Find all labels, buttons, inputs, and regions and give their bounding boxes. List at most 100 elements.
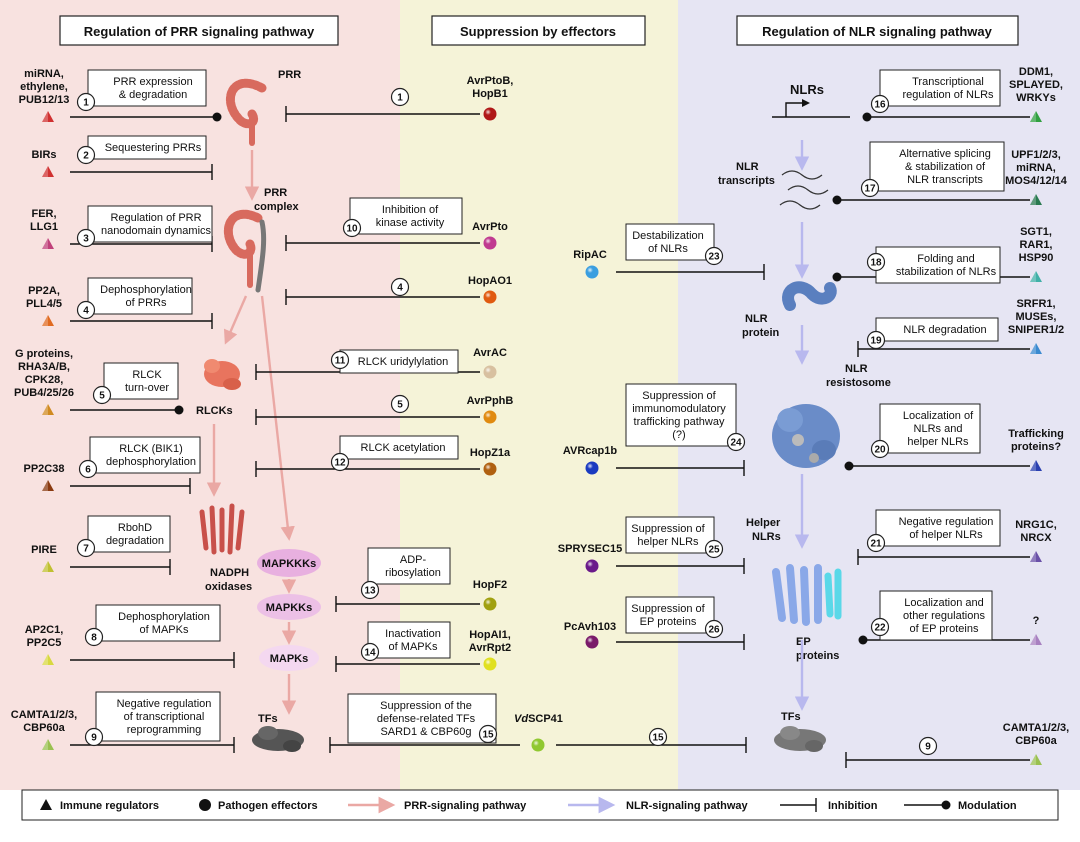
middle-box-7-text-line-2: ribosylation	[385, 567, 441, 579]
nlr-protein-label-2: protein	[742, 327, 780, 339]
right-box-7-circle	[870, 617, 890, 637]
prr-complex-illustration	[223, 209, 267, 293]
right-regulator-7-triangle-icon	[1030, 634, 1042, 645]
right-regulator-2-line-3: MOS4/12/14	[1005, 175, 1068, 187]
left-regulator-6-triangle-icon	[42, 480, 54, 491]
left-box-5-circle	[92, 385, 112, 405]
right-box-4-text-line-1: NLR degradation	[903, 324, 986, 336]
left-box-8-text-line-1: Dephosphorylation	[118, 611, 210, 623]
right-box-2-circle	[860, 178, 880, 198]
right-box-2-text-line-3: NLR transcripts	[907, 174, 983, 186]
middle-effector-4-line-1: AvrAC	[473, 347, 507, 359]
right-box-6-text-line-1: Negative regulation	[899, 516, 994, 528]
left-box-1-text-line-2: & degradation	[119, 89, 188, 101]
right-effector-2-line-1: AVRcap1b	[563, 445, 617, 457]
middle-box-8	[367, 621, 451, 659]
left-box-4-text-line-1: Dephosphorylation	[100, 284, 192, 296]
right-regulator-4-triangle-icon	[1030, 343, 1042, 354]
left-box-4-number: 4	[83, 306, 89, 317]
nlr-transcripts-label-1: NLR	[736, 161, 759, 173]
resistosome-label-1: NLR	[845, 363, 868, 375]
right-box-4	[875, 317, 999, 342]
middle-box-7-number: 13	[364, 586, 376, 597]
right-effector-box-2-text-line-1: Suppression of	[642, 390, 716, 402]
left-box-2-circle	[76, 145, 96, 165]
legend-nlr: NLR-signaling pathway	[626, 800, 749, 812]
right-regulator-1-line-3: WRKYs	[1016, 92, 1056, 104]
left-box-3-number: 3	[83, 234, 89, 245]
ep-proteins-label-2: proteins	[796, 650, 839, 662]
left-box-1-circle	[76, 92, 96, 112]
left-box-9-circle	[84, 727, 104, 747]
right-effector-4-line-1: PcAvh103	[564, 621, 616, 633]
right-box-2-number: 17	[864, 184, 876, 195]
middle-box-9-text-line-2: defense-related TFs	[377, 713, 476, 725]
mapkkks-label: MAPKKKs	[262, 558, 316, 570]
left-box-7-text-line-2: degradation	[106, 535, 164, 547]
left-regulator-2-triangle-icon	[42, 166, 54, 177]
middle-effector-7-circle-icon	[483, 597, 497, 611]
left-box-2-number: 2	[83, 151, 89, 162]
right-effector-box-1	[625, 223, 715, 261]
helper-nlrs-label-1: Helper	[746, 517, 781, 529]
right-box-5-text-line-1: Localization of	[903, 410, 974, 422]
right-box-2-text-line-2: & stabilization of	[905, 161, 986, 173]
nlr-resistosome-illustration	[772, 404, 840, 468]
vdscp41-label: VdSCP41	[514, 713, 563, 725]
right-regulator-5-line-2: proteins?	[1011, 441, 1061, 453]
right-box-6-number: 21	[870, 539, 882, 550]
middle-effector-6-line-1: HopZ1a	[470, 447, 511, 459]
left-box-1-number: 1	[83, 98, 89, 109]
right-box-5-text-line-2: NLRs and	[914, 423, 963, 435]
right-effector-1-line-1: RipAC	[573, 249, 607, 261]
right-regulator-2-line-2: miRNA,	[1016, 162, 1056, 174]
left-box-5-number: 5	[99, 391, 105, 402]
right-effector-box-2-text-line-4: (?)	[672, 429, 685, 441]
left-box-9-text-line-3: reprogramming	[127, 724, 202, 736]
right-effector-box-4-number: 26	[708, 625, 720, 636]
left-box-6-number: 6	[85, 465, 91, 476]
right-regulator-3-line-1: SGT1,	[1020, 226, 1052, 238]
middle-effector-4-circle-icon	[483, 365, 497, 379]
middle-box-7-circle	[360, 580, 380, 600]
right-box-6-text-line-2: of helper NLRs	[909, 529, 983, 541]
right-regulator-7-line-1: ?	[1033, 615, 1040, 627]
right-box-5-circle	[870, 439, 890, 459]
right-effector-box-1-text-line-1: Destabilization	[632, 230, 704, 242]
right-effector-box-1-text-line-2: of NLRs	[648, 243, 688, 255]
middle-box-5-circle	[390, 394, 410, 414]
middle-box-9-text-line-1: Suppression of the	[380, 700, 472, 712]
left-box-1-text-line-1: PRR expression	[113, 76, 192, 88]
right-regulator-6-line-1: NRG1C,	[1015, 519, 1057, 531]
middle-effector-8-circle-icon	[483, 657, 497, 671]
middle-box-6-number: 12	[334, 458, 346, 469]
mapkks-label: MAPKKs	[266, 602, 312, 614]
left-box-7	[87, 515, 171, 553]
left-box-4-text-line-2: of PRRs	[126, 297, 167, 309]
legend-box	[21, 789, 1059, 821]
middle-box-4-text-line-1: RLCK uridylylation	[358, 356, 448, 368]
middle-box-2-text-line-1: Inhibition of	[382, 204, 439, 216]
left-regulator-2-line-1: BIRs	[31, 149, 56, 161]
left-box-3-text-line-1: Regulation of PRR	[110, 212, 201, 224]
resistosome-label-2: resistosome	[826, 377, 891, 389]
middle-effector-5-line-1: AvrPphB	[467, 395, 514, 407]
right-regulator-5-triangle-icon	[1030, 460, 1042, 471]
left-box-8	[95, 604, 221, 642]
right-box-1-circle	[870, 94, 890, 114]
middle-box-1-circle	[390, 87, 410, 107]
left-box-5-text-line-2: turn-over	[125, 382, 169, 394]
right-box-9-circle	[918, 736, 938, 756]
middle-effector-1-line-2: HopB1	[472, 88, 507, 100]
left-box-8-number: 8	[91, 633, 97, 644]
middle-effector-9-circle-icon	[531, 738, 545, 752]
nadph-oxidase-illustration	[199, 503, 245, 555]
right-effector-box-2	[625, 383, 737, 447]
right-effector-box-3-circle	[704, 539, 724, 559]
middle-effector-1-line-1: AvrPtoB,	[467, 75, 514, 87]
middle-box-9-circle	[478, 724, 498, 744]
right-regulator-1-line-2: SPLAYED,	[1009, 79, 1063, 91]
middle-box-1-number: 1	[397, 93, 403, 104]
right-effector-box-1-number: 23	[708, 252, 720, 263]
